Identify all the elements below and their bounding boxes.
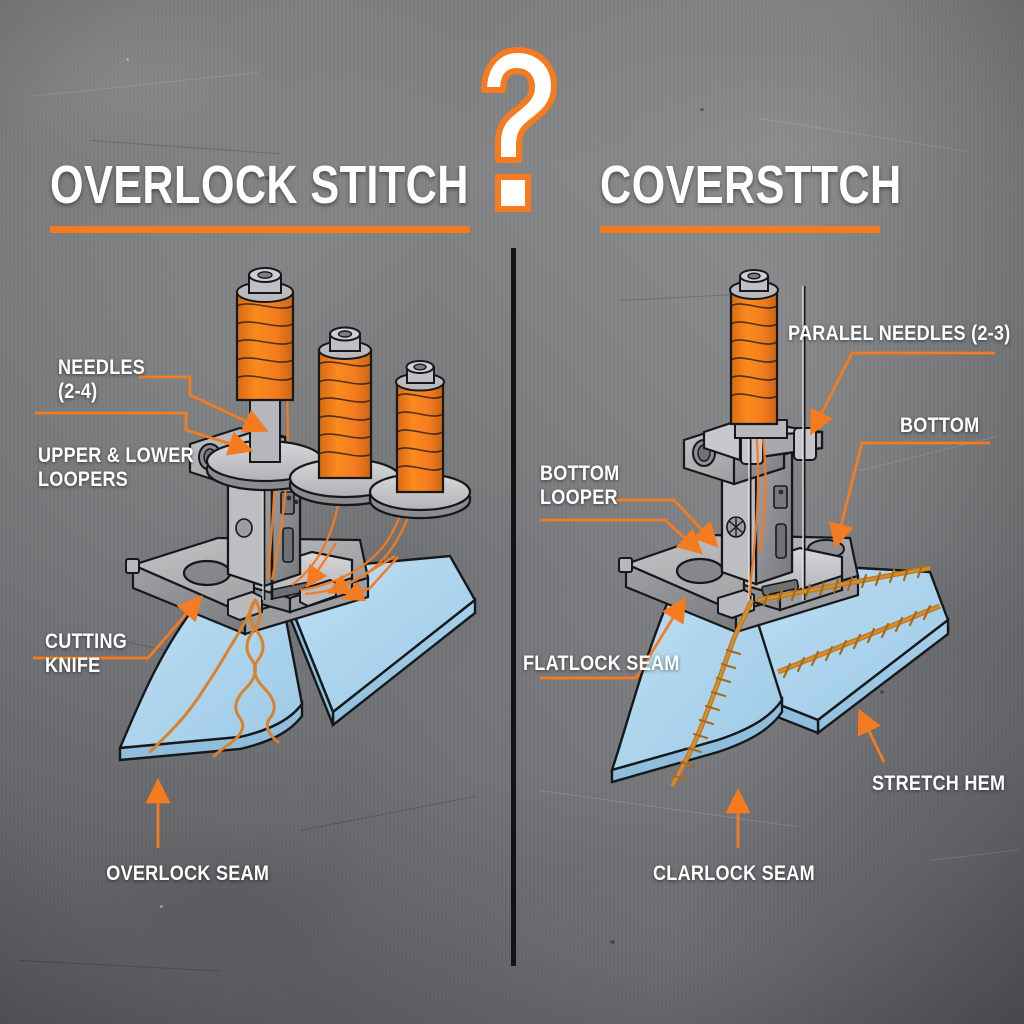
leader-bottom — [829, 441, 990, 549]
stitch-row-2 — [777, 603, 941, 679]
leader-needles — [138, 375, 269, 433]
label-loopers: UPPER & LOWER LOOPERS — [38, 444, 194, 491]
stitch-row-connector — [731, 598, 755, 640]
leader-cutting-knife — [33, 595, 203, 660]
thread-spool-right — [729, 269, 788, 439]
speck — [880, 690, 884, 694]
speck — [610, 940, 615, 944]
coverstitch-illustration — [610, 269, 950, 788]
leader-spool-2 — [306, 542, 338, 588]
panel-divider — [511, 248, 516, 966]
speck — [160, 905, 163, 908]
leader-spool-3 — [326, 554, 396, 595]
label-flatlock-seam: FLATLOCK SEAM — [523, 652, 680, 675]
label-cutting-knife: CUTTING KNIFE — [45, 630, 128, 677]
thread-path-right — [748, 429, 767, 597]
stitch-row-3 — [669, 637, 742, 788]
stitch-row-1 — [757, 563, 931, 607]
leader-stretch-hem — [857, 708, 886, 763]
callout-leader-lines — [33, 351, 995, 848]
coverstitch-rows — [669, 563, 941, 788]
title-underline-left — [50, 226, 470, 233]
leader-parallel-needles — [810, 351, 995, 436]
label-stretch-hem: STRETCH HEM — [872, 772, 1006, 795]
page-title-right: COVERSTTCH — [600, 155, 902, 215]
leader-spool-3b — [341, 556, 399, 602]
speck — [126, 58, 129, 61]
label-needles: NEEDLES (2-4) — [58, 356, 146, 403]
speck — [700, 108, 704, 111]
label-overlock-seam: OVERLOCK SEAM — [106, 862, 270, 885]
header: OVERLOCK STITCH COVERSTTCH — [0, 0, 1024, 250]
overlock-seam-stitching — [148, 598, 280, 758]
speck — [265, 176, 270, 180]
leader-flatlock-seam — [540, 596, 687, 680]
page-title-left: OVERLOCK STITCH — [50, 155, 469, 215]
leader-loopers — [35, 411, 254, 456]
thread-spool-2 — [288, 326, 402, 507]
thread-spool-3 — [368, 360, 472, 520]
question-mark-icon — [481, 47, 557, 212]
thread-spool-1 — [205, 267, 325, 492]
title-underline-right — [600, 226, 880, 233]
label-clarlock-seam: CLARLOCK SEAM — [653, 862, 815, 885]
label-bottom-looper: BOTTOM LOOPER — [540, 462, 620, 509]
label-parallel-needles: PARALEL NEEDLES (2-3) — [788, 322, 1011, 345]
label-bottom: BOTTOM — [900, 414, 980, 437]
overlock-illustration — [118, 267, 477, 762]
leader-bottom-looper-2 — [540, 518, 703, 555]
